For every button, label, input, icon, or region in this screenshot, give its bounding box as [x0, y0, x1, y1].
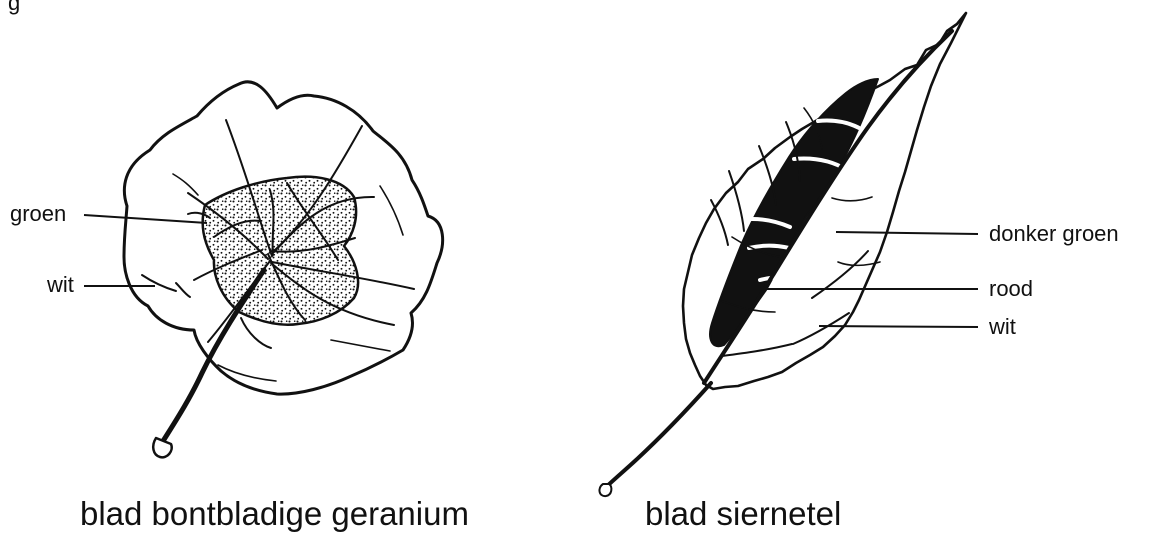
label-rood: rood: [989, 278, 1033, 300]
geranium-leaf-drawing: [124, 82, 443, 458]
siernetel-leaf-drawing: [599, 13, 966, 496]
wit-leader-line-right: [819, 326, 978, 327]
label-wit-left: wit: [47, 274, 74, 296]
label-groen: groen: [10, 203, 66, 225]
header-partial-text: g: [8, 0, 20, 14]
caption-blad-siernetel: blad siernetel: [645, 497, 841, 530]
label-wit-right: wit: [989, 316, 1016, 338]
label-donker-groen: donker groen: [989, 223, 1119, 245]
caption-blad-bontbladige-geranium: blad bontbladige geranium: [80, 497, 469, 530]
